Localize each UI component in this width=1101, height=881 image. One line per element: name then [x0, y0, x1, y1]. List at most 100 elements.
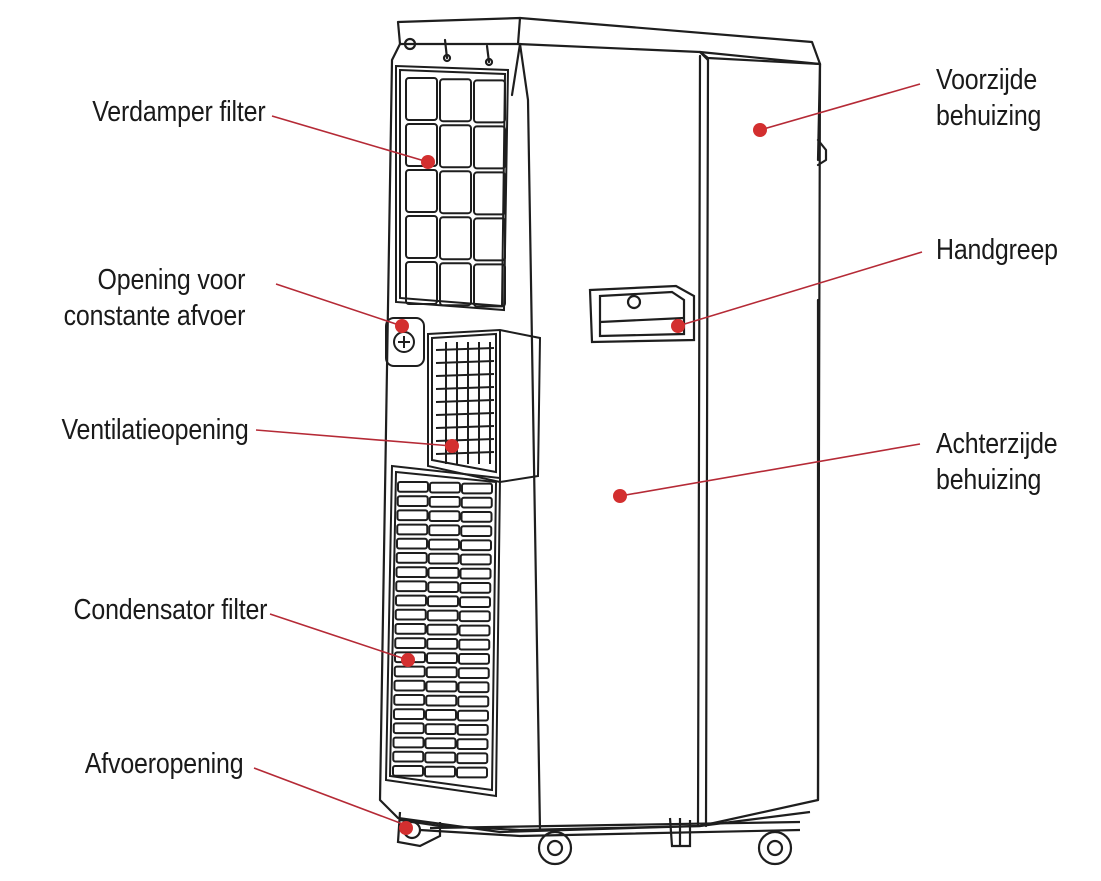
grid-cell: [460, 539, 492, 552]
grid-cell: [392, 750, 425, 763]
grid-cell: [429, 481, 461, 494]
grid-cell: [459, 567, 492, 580]
grid-cell: [473, 79, 506, 124]
marker-afvoeropening: [399, 821, 413, 835]
condenser-filter-grid: [384, 464, 502, 798]
label-condensator-filter-text: Condensator filter: [73, 594, 267, 626]
leader-ventilatieopening: [255, 429, 453, 447]
grid-cell: [458, 624, 491, 637]
grid-cell: [425, 709, 457, 721]
grid-cell: [405, 123, 438, 167]
grid-cell: [424, 723, 457, 735]
grid-cell: [397, 481, 429, 493]
grid-cell: [460, 496, 493, 509]
grid-cell: [473, 217, 506, 262]
label-achterzijde-line1: Achterzijde: [936, 428, 1058, 460]
grid-cell: [393, 665, 426, 678]
grid-cell: [396, 537, 428, 550]
grid-cell: [428, 538, 460, 551]
grid-cell: [428, 510, 461, 522]
label-verdamper-filter: Verdamper filter: [92, 94, 265, 130]
grid-cell: [439, 216, 472, 261]
grid-cell: [457, 681, 490, 694]
grid-cell: [424, 737, 457, 750]
grid-cell: [424, 751, 457, 764]
grid-cell: [394, 623, 427, 635]
grid-cell: [427, 552, 460, 565]
grid-line: [435, 386, 495, 390]
marker-ventilatieopening: [445, 439, 459, 453]
grid-cell: [458, 638, 491, 651]
label-afvoeropening-text: Afvoeropening: [84, 748, 243, 780]
grid-cell: [395, 594, 427, 607]
leader-afvoeropening: [253, 767, 409, 827]
grid-cell: [458, 653, 490, 665]
grid-cell: [426, 623, 459, 636]
grid-cell: [405, 77, 438, 121]
label-opening-afvoer-line1: Opening voor: [97, 264, 245, 296]
grid-cell: [396, 509, 429, 522]
leader-opening-afvoer: [275, 283, 403, 327]
grid-cell: [427, 595, 459, 608]
grid-cell: [392, 722, 425, 735]
grid-line: [435, 347, 495, 351]
grid-cell: [461, 482, 493, 495]
grid-line: [435, 425, 495, 429]
grid-cell: [405, 215, 438, 259]
grid-cell: [405, 261, 438, 305]
evaporator-filter-grid: [395, 64, 510, 312]
base-and-wheels: [396, 810, 811, 866]
grid-cell: [396, 495, 429, 507]
marker-voorzijde: [753, 123, 767, 137]
grid-cell: [426, 609, 459, 622]
handle-recess: [588, 284, 696, 344]
grid-cell: [473, 171, 506, 216]
marker-handgreep: [671, 319, 685, 333]
grid-cell: [395, 552, 428, 564]
grid-cell: [393, 708, 425, 720]
grid-cell: [425, 680, 458, 693]
grid-cell: [456, 724, 489, 736]
grid-cell: [457, 695, 490, 708]
label-ventilatieopening: Ventilatieopening: [62, 412, 249, 448]
grid-cell: [473, 125, 506, 170]
marker-verdamper-filter: [421, 155, 435, 169]
marker-opening-afvoer: [395, 319, 409, 333]
grid-cell: [473, 263, 506, 308]
grid-cell: [392, 736, 425, 749]
grid-cell: [456, 752, 489, 765]
leader-verdamper-filter: [271, 115, 429, 163]
grid-cell: [460, 525, 493, 537]
grid-cell: [457, 667, 490, 679]
grid-cell: [456, 766, 488, 779]
grid-cell: [459, 596, 491, 608]
grid-cell: [439, 170, 472, 215]
grid-cell: [425, 694, 458, 707]
grid-cell: [458, 610, 491, 623]
label-voorzijde-behuizing: Voorzijde behuizing: [936, 62, 1041, 134]
grid-cell: [439, 262, 472, 307]
leader-achterzijde: [619, 443, 921, 497]
label-opening-afvoer: Opening voor constante afvoer: [63, 262, 245, 334]
grid-cell: [393, 694, 426, 706]
label-voorzijde-line2: behuizing: [936, 100, 1042, 132]
label-handgreep: Handgreep: [936, 232, 1058, 268]
label-afvoeropening: Afvoeropening: [84, 746, 243, 782]
grid-cell: [394, 608, 427, 621]
grid-cell: [439, 78, 472, 123]
grid-cell: [424, 765, 456, 778]
grid-cell: [427, 581, 460, 593]
grid-cell: [459, 582, 492, 594]
grid-cell: [459, 553, 492, 566]
grid-cell: [395, 580, 428, 593]
vent-opening: [427, 328, 542, 484]
grid-cell: [460, 511, 493, 523]
label-achterzijde-behuizing: Achterzijde behuizing: [936, 426, 1058, 498]
label-voorzijde-line1: Voorzijde: [936, 64, 1038, 96]
top-panel: [396, 16, 822, 66]
grid-cell: [428, 524, 461, 537]
grid-cell: [439, 124, 472, 169]
label-achterzijde-line2: behuizing: [936, 464, 1042, 496]
